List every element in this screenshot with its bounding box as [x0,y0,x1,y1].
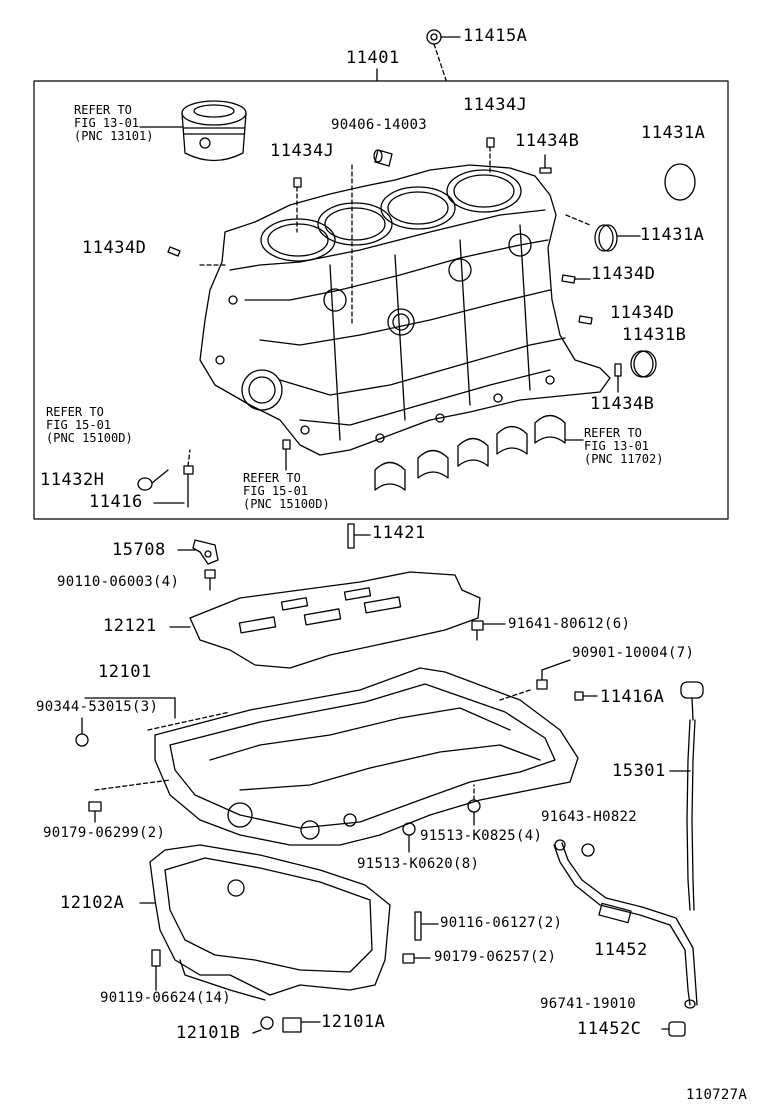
bolt-90179-06299 [88,779,171,823]
label-11452: 11452 [594,940,648,960]
bolt-11416 [153,449,194,508]
label-12121: 12121 [103,616,157,636]
label-11434D-right-a: 11434D [591,264,656,284]
label-90179-06299: 90179-06299(2) [43,825,166,841]
pin-11432H [137,469,169,491]
bolt-90179-06257 [402,953,431,964]
pin-11434B-low [614,363,622,393]
pin-11434B-top [539,154,552,174]
label-11431A-mid: 11431A [640,225,705,245]
label-15708: 15708 [112,540,166,560]
label-91513-K0620: 91513-K0620(8) [357,856,480,872]
label-12101B: 12101B [176,1023,241,1043]
plug-11431B [630,350,657,378]
bolt-11415A [426,29,461,81]
bolt-11421 [347,523,371,549]
label-12102A: 12102A [60,893,125,913]
label-90406-14003: 90406-14003 [331,117,428,133]
cap-11452C [661,1021,686,1037]
pin-11434J-right [486,137,495,174]
plug-90406 [373,149,393,167]
label-91513-K0825: 91513-K0825(4) [420,828,543,844]
oil-pan-upper-icon [84,667,579,846]
figure-code: 110727A [686,1087,748,1103]
pin-ref-low [282,439,291,471]
washer-91513-K0620 [402,822,416,853]
label-90901-10004: 90901-10004(7) [572,645,695,661]
label-11431A-top: 11431A [641,123,706,143]
bracket-15708 [177,539,219,565]
label-11416A: 11416A [600,687,665,707]
plug-11431A-mid [594,224,641,252]
label-11415A: 11415A [463,26,528,46]
pin-11434D-left [167,246,181,257]
bolt-90119 [151,949,161,991]
label-11452C: 11452C [577,1019,642,1039]
cylinder-block-icon [199,164,611,456]
label-90344-53015: 90344-53015(3) [36,699,159,715]
cap-11431A-top [664,163,696,201]
dipstick-guide-icon [553,839,698,1006]
label-11432H: 11432H [40,470,105,490]
label-11434D-right-b: 11434D [610,303,675,323]
label-90110-06003: 90110-06003(4) [57,574,180,590]
label-90179-06257: 90179-06257(2) [434,949,557,965]
piston-icon [139,100,247,162]
label-12101A: 12101A [321,1012,386,1032]
pin-11434D-right-b [578,315,593,325]
bolt-90901 [499,659,571,701]
label-11434J-right: 11434J [463,95,528,115]
label-12101: 12101 [98,662,152,682]
label-90116-06127: 90116-06127(2) [440,915,563,931]
label-91641-80612: 91641-80612(6) [508,616,631,632]
washer-91513-K0825 [467,784,481,826]
main-bearings-icon [374,414,584,491]
assembly-frame [33,80,729,520]
label-11434B-top: 11434B [515,131,580,151]
bolt-90110 [204,569,216,591]
label-11434B-low: 11434B [590,394,655,414]
bolt-90116 [414,911,439,941]
nut-90344 [75,717,89,747]
dipstick-icon [669,681,704,911]
washer-12101B [252,1016,274,1034]
pin-11434D-right-a [561,274,591,284]
plug-12101A [282,1017,321,1033]
baffle-plate-icon [169,571,481,669]
ring-96741 [684,999,696,1009]
label-11421: 11421 [372,523,426,543]
label-11434D-left: 11434D [82,238,147,258]
label-11434J-left: 11434J [270,141,335,161]
label-11401: 11401 [346,48,400,68]
bolt-91641 [471,620,506,641]
label-11431B: 11431B [622,325,687,345]
label-91643-H0822: 91643-H0822 [541,809,638,825]
label-11416: 11416 [89,492,143,512]
plug-11416A [574,691,598,701]
oil-pan-lower-icon [139,844,391,1001]
label-15301: 15301 [612,761,666,781]
label-96741-19010: 96741-19010 [540,996,637,1012]
label-90119-06624: 90119-06624(14) [100,990,231,1006]
